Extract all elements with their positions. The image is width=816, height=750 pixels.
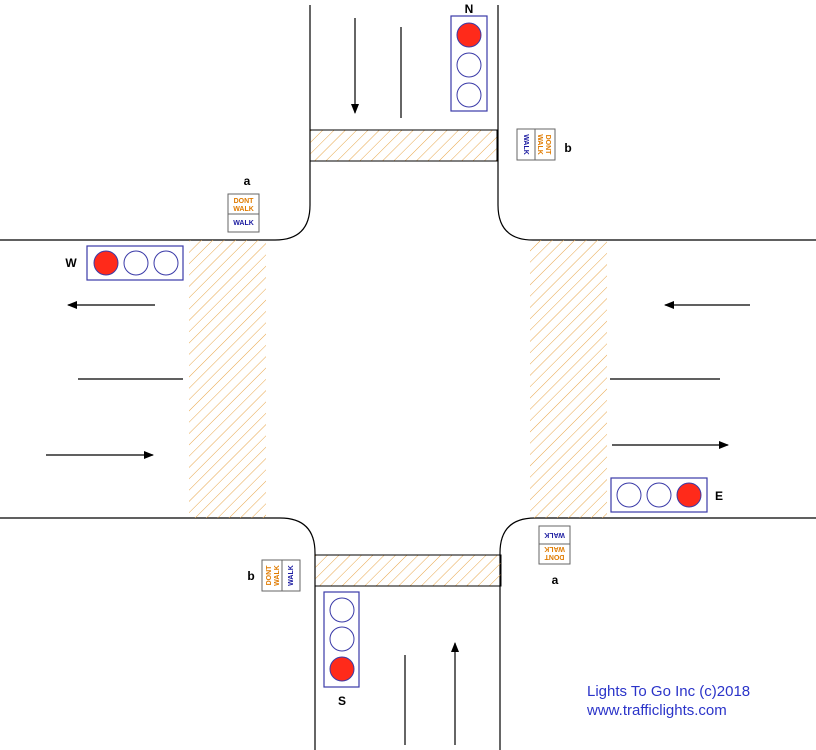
ped-group-label-se: a	[552, 573, 559, 587]
signal-lamp-green	[616, 482, 642, 508]
signal-label-east: E	[715, 489, 723, 503]
dont-walk-text: DONT	[266, 565, 273, 586]
road-edges	[0, 5, 816, 750]
crosswalk-west	[189, 240, 266, 518]
signal-lamp-green	[456, 82, 482, 108]
walk-text: WALK	[522, 134, 529, 155]
ped-signal-housing	[261, 559, 301, 592]
walk-text: WALK	[233, 220, 254, 227]
ped-signal-housing	[227, 193, 260, 233]
crosswalk-east	[530, 240, 607, 518]
credit-company: Lights To Go Inc (c)2018	[587, 683, 750, 700]
ped-signal-sw[interactable]: DONT WALK WALK	[261, 559, 301, 592]
dont-walk-text: DONT	[544, 135, 551, 156]
walk-text: WALK	[544, 531, 565, 538]
traffic-signal-west[interactable]: W	[65, 245, 184, 281]
signal-lamp-red	[93, 250, 119, 276]
road-edge-se	[499, 517, 816, 750]
signal-lamp-red	[456, 22, 482, 48]
ped-signal-housing	[538, 525, 571, 565]
signal-lamp-amber	[456, 52, 482, 78]
ped-group-label-nw: a	[244, 174, 251, 188]
ped-group-label-ne: b	[564, 141, 571, 155]
dont-walk-text: WALK	[274, 565, 281, 586]
signal-lamp-red	[676, 482, 702, 508]
walk-text: WALK	[288, 565, 295, 586]
signal-lamp-amber	[329, 626, 355, 652]
ped-signal-ne[interactable]: DONT WALK WALK	[516, 128, 556, 161]
traffic-signal-north[interactable]: N	[450, 2, 488, 112]
dont-walk-text: WALK	[536, 134, 543, 155]
signal-label-north: N	[465, 2, 474, 16]
signal-lamp-amber	[646, 482, 672, 508]
direction-arrows	[46, 18, 750, 745]
credit-url: www.trafficlights.com	[586, 702, 727, 719]
signal-label-west: W	[65, 256, 77, 270]
signal-lamp-amber	[123, 250, 149, 276]
traffic-signal-south[interactable]: S	[323, 591, 360, 708]
crosswalk-north	[309, 129, 498, 162]
ped-signal-nw[interactable]: DONT WALK WALK	[227, 193, 260, 233]
lane-dividers	[78, 27, 720, 745]
ped-signal-housing	[516, 128, 556, 161]
dont-walk-text: DONT	[234, 198, 255, 205]
road-edge-nw	[0, 5, 311, 241]
ped-signal-se[interactable]: DONT WALK WALK	[538, 525, 571, 565]
traffic-signal-east[interactable]: E	[610, 477, 723, 513]
signal-lamp-green	[153, 250, 179, 276]
signal-label-south: S	[338, 694, 346, 708]
dont-walk-text: WALK	[544, 545, 565, 552]
crosswalk-south	[314, 554, 502, 587]
dont-walk-text: WALK	[233, 206, 254, 213]
road-edge-ne	[497, 5, 816, 241]
ped-group-label-sw: b	[247, 569, 254, 583]
dont-walk-text: DONT	[544, 553, 565, 560]
road-edge-sw	[0, 517, 316, 750]
crosswalks	[189, 129, 607, 587]
signal-lamp-green	[329, 597, 355, 623]
signal-lamp-red	[329, 656, 355, 682]
